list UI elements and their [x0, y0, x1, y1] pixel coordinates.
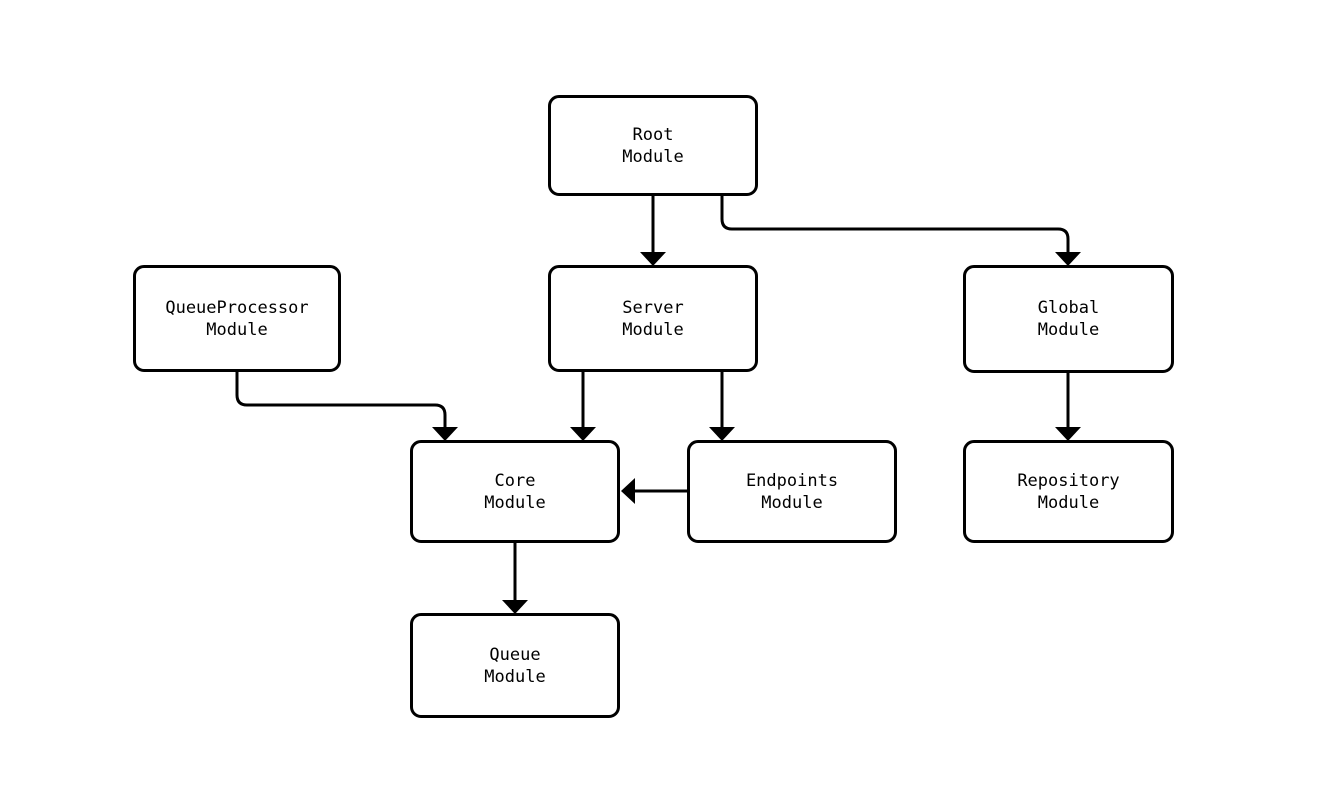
queue-module-label-line1: Queue: [489, 644, 541, 665]
endpoints-module-node[interactable]: Endpoints Module: [687, 440, 897, 543]
core-module-node[interactable]: Core Module: [410, 440, 620, 543]
server-module-node[interactable]: Server Module: [548, 265, 758, 372]
queue-module-label-line2: Module: [484, 666, 546, 687]
repository-module-label-line1: Repository: [1017, 470, 1120, 491]
root-module-label-line2: Module: [622, 146, 684, 167]
server-module-label-line2: Module: [622, 319, 684, 340]
queueprocessor-module-node[interactable]: QueueProcessor Module: [133, 265, 341, 372]
queue-module-node[interactable]: Queue Module: [410, 613, 620, 718]
global-module-label-line1: Global: [1037, 298, 1100, 318]
edge-queueprocessor-to-core: [235, 372, 458, 441]
global-module-node[interactable]: Global Module: [963, 265, 1174, 373]
global-module-label-line2: Module: [1037, 320, 1100, 340]
edge-endpoints-to-core: [621, 478, 687, 504]
endpoints-module-label-line1: Endpoints: [745, 470, 839, 491]
edge-root-to-global: [720, 196, 1081, 266]
repository-module-label-line2: Module: [1037, 492, 1100, 513]
endpoints-module-label-line2: Module: [761, 492, 823, 513]
edge-server-to-core: [570, 372, 596, 441]
queueprocessor-module-label-line2: Module: [206, 319, 268, 340]
edge-server-to-endpoints: [709, 372, 735, 441]
repository-module-node[interactable]: Repository Module: [963, 440, 1174, 543]
edge-core-to-queue: [502, 543, 528, 614]
root-module-label-line1: Root: [632, 124, 674, 145]
queueprocessor-module-label-line1: QueueProcessor: [165, 297, 309, 318]
edge-global-to-repository: [1055, 373, 1081, 441]
server-module-label-line1: Server: [622, 297, 684, 318]
edge-root-to-server: [640, 196, 666, 266]
core-module-label-line2: Module: [484, 492, 546, 513]
core-module-label-line1: Core: [494, 470, 536, 491]
root-module-node[interactable]: Root Module: [548, 95, 758, 196]
